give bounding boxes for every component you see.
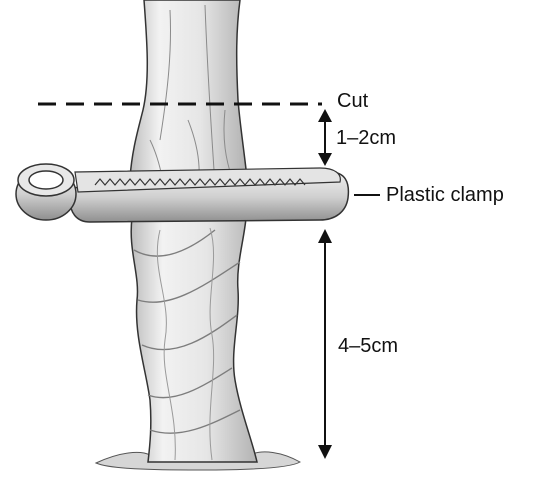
long-distance-label: 4–5cm [338, 335, 399, 357]
plastic-clamp-label: Plastic clamp [386, 184, 504, 206]
cut-label: Cut [337, 90, 369, 112]
clamp-teeth [94, 178, 306, 186]
cord-texture-upper [149, 4, 233, 179]
long-distance-arrow [318, 229, 332, 459]
short-distance-arrow [318, 109, 332, 166]
plastic-clamp [15, 163, 350, 223]
cord-stump-upper [129, 0, 248, 179]
cord-vessel-lines [156, 227, 215, 461]
cord-twist-lines [133, 229, 241, 434]
cord-lower [130, 217, 258, 463]
short-distance-label: 1–2cm [336, 127, 397, 149]
